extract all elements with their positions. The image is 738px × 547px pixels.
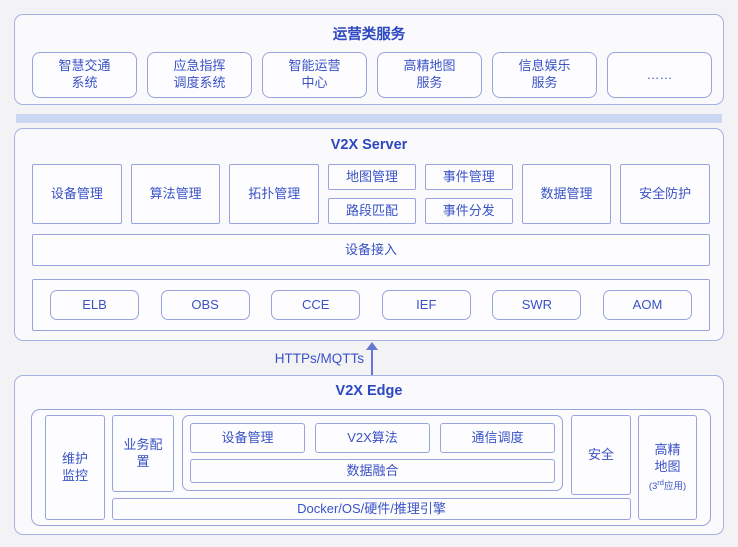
platform-stack-bar: Docker/OS/硬件/推理引擎 (112, 498, 631, 520)
module-communication-scheduling: 通信调度 (440, 423, 555, 453)
module-security: 安全 (571, 415, 631, 495)
service-box-emergency-command-dispatch: 应急指挥 调度系统 (147, 52, 252, 98)
protocol-label: HTTPs/MQTTs (274, 351, 364, 366)
module-maintenance-monitoring: 维护 监控 (45, 415, 105, 520)
module-hd-map-3rd-app: 高精 地图 (3rd应用) (638, 415, 697, 520)
section-divider-band (16, 114, 722, 123)
module-v2x-algorithm: V2X算法 (315, 423, 430, 453)
module-device-management: 设备管理 (32, 164, 122, 224)
cloud-services-container: ELB OBS CCE IEF SWR AOM (32, 279, 710, 331)
operations-services-section: 运营类服务 智慧交通 系统 应急指挥 调度系统 智能运营 中心 高精地图 服务 … (14, 14, 724, 105)
module-algorithm-management: 算法管理 (130, 164, 221, 224)
server-modules-row: 设备管理 算法管理 拓扑管理 地图管理 路段匹配 事件管理 事件分发 数据管理 … (32, 164, 711, 224)
hd-map-3rd-note: (3rd应用) (648, 477, 687, 492)
device-access-bar: 设备接入 (32, 234, 710, 266)
service-box-intelligent-operation-center: 智能运营 中心 (262, 52, 367, 98)
cloud-service-cce: CCE (271, 290, 361, 320)
v2x-edge-section: V2X Edge 维护 监控 业务配 置 设备管理 V2X算法 通信调度 数据融… (14, 375, 724, 535)
edge-app-row: 设备管理 V2X算法 通信调度 (190, 423, 555, 453)
edge-middle-column: 业务配 置 设备管理 V2X算法 通信调度 数据融合 安全 Docker/OS/… (112, 415, 631, 520)
module-event-management: 事件管理 (424, 164, 513, 190)
cloud-service-swr: SWR (492, 290, 582, 320)
v2x-server-section: V2X Server 设备管理 算法管理 拓扑管理 地图管理 路段匹配 事件管理… (14, 128, 724, 341)
map-modules-stack: 地图管理 路段匹配 (328, 164, 416, 224)
module-data-fusion: 数据融合 (190, 459, 555, 483)
module-event-distribution: 事件分发 (424, 198, 513, 224)
v2x-server-title: V2X Server (330, 137, 408, 153)
up-arrow-line (371, 349, 373, 375)
service-box-ellipsis: …… (607, 52, 712, 98)
edge-inner-container: 维护 监控 业务配 置 设备管理 V2X算法 通信调度 数据融合 安全 Dock… (31, 409, 711, 526)
service-box-hd-map-service: 高精地图 服务 (377, 52, 482, 98)
module-map-management: 地图管理 (328, 164, 416, 190)
v2x-edge-title: V2X Edge (335, 383, 403, 399)
module-data-management: 数据管理 (521, 164, 612, 224)
up-arrow-icon (366, 342, 378, 350)
operations-services-title: 运营类服务 (332, 27, 406, 43)
cloud-service-aom: AOM (602, 290, 692, 320)
module-edge-device-management: 设备管理 (190, 423, 305, 453)
cloud-service-obs: OBS (160, 290, 250, 320)
edge-app-container: 设备管理 V2X算法 通信调度 数据融合 (182, 415, 563, 491)
module-security-protection: 安全防护 (620, 164, 711, 224)
cloud-service-elb: ELB (50, 290, 139, 320)
module-business-configuration: 业务配 置 (112, 415, 174, 492)
module-topology-management: 拓扑管理 (229, 164, 320, 224)
edge-middle-top-row: 业务配 置 设备管理 V2X算法 通信调度 数据融合 安全 (112, 415, 631, 497)
event-modules-stack: 事件管理 事件分发 (424, 164, 513, 224)
service-box-infotainment-service: 信息娱乐 服务 (492, 52, 597, 98)
cloud-service-ief: IEF (381, 290, 471, 320)
module-road-segment-matching: 路段匹配 (328, 198, 416, 224)
hd-map-label: 高精 地图 (654, 441, 681, 474)
service-box-smart-traffic-system: 智慧交通 系统 (32, 52, 137, 98)
operations-services-row: 智慧交通 系统 应急指挥 调度系统 智能运营 中心 高精地图 服务 信息娱乐 服… (32, 52, 712, 98)
